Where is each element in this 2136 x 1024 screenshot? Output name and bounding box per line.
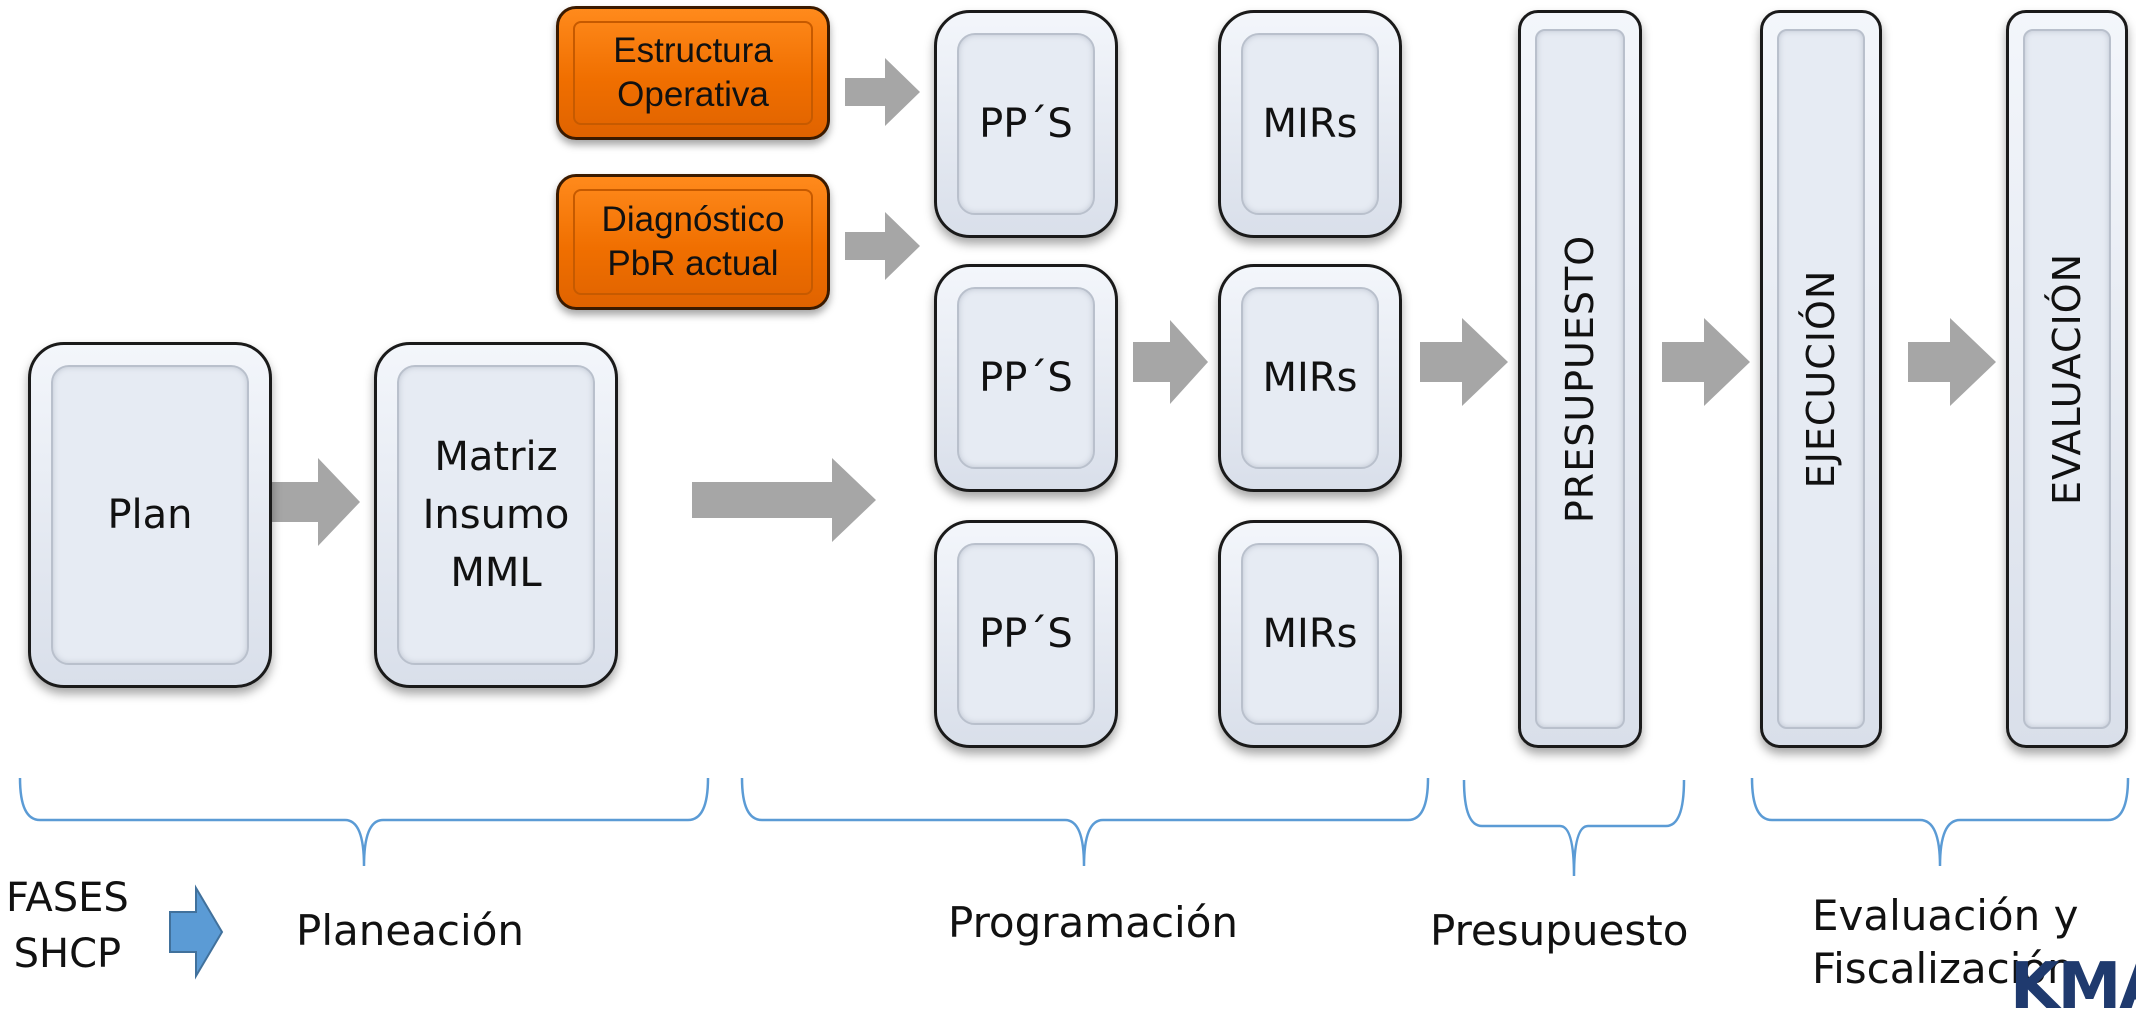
phase-evaluacion: Evaluación y Fiscalización [1812,890,2078,995]
connectors-layer [18,58,2130,980]
diagnostico-pbr-box: Diagnóstico PbR actual [556,174,830,310]
presupuesto-column: PRESUPUESTO [1518,10,1642,748]
pps-label-2: PP´S [979,355,1073,401]
pps-label-1: PP´S [979,101,1073,147]
bracket-programacion [740,777,1430,867]
mirs-box-1: MIRs [1218,10,1402,238]
phase-evaluacion-line1: Evaluación y [1812,891,2079,940]
evaluacion-column: EVALUACIÓN [2006,10,2128,748]
arrow-estructura-to-pps [845,58,920,126]
corner-logo: KMA [2010,950,2136,1024]
arrow-mirs-to-presupuesto [1420,318,1508,406]
fases-shcp-label: FASES SHCP [6,870,129,982]
pps-box-3: PP´S [934,520,1118,748]
ejecucion-column: EJECUCIÓN [1760,10,1882,748]
fases-label-line2: SHCP [13,931,122,977]
arrow-pps-to-mirs [1133,320,1208,404]
mirs-box-2: MIRs [1218,264,1402,492]
matriz-insumo-box: Matriz Insumo MML [374,342,618,688]
plan-label: Plan [107,492,193,538]
arrow-plan-to-matriz [270,458,360,546]
fases-label-line1: FASES [6,875,129,921]
phase-evaluacion-line2: Fiscalización [1812,943,2074,993]
estructura-operativa-label: Estructura Operativa [613,31,773,114]
arrow-matriz-to-programacion [692,458,876,542]
bracket-presupuesto [1462,779,1686,877]
estructura-operativa-box: Estructura Operativa [556,6,830,140]
presupuesto-column-label: PRESUPUESTO [1558,234,1602,524]
ejecucion-column-label: EJECUCIÓN [1799,269,1843,489]
diagnostico-pbr-label: Diagnóstico PbR actual [601,200,785,283]
plan-box: Plan [28,342,272,688]
arrow-diagnostico-to-pps [845,212,920,280]
evaluacion-column-label: EVALUACIÓN [2045,252,2089,506]
pps-label-3: PP´S [979,611,1073,657]
pps-box-2: PP´S [934,264,1118,492]
bracket-planeacion [18,777,710,867]
phase-programacion: Programación [948,898,1239,947]
mirs-label-3: MIRs [1262,611,1358,657]
mirs-label-1: MIRs [1262,101,1358,147]
arrow-presupuesto-to-ejecucion [1662,318,1750,406]
mirs-label-2: MIRs [1262,355,1358,401]
phase-presupuesto: Presupuesto [1430,906,1689,955]
matriz-insumo-label: Matriz Insumo MML [422,434,570,596]
phase-planeacion: Planeación [296,906,525,955]
arrow-ejecucion-to-evaluacion [1908,318,1996,406]
pps-box-1: PP´S [934,10,1118,238]
mirs-box-3: MIRs [1218,520,1402,748]
fases-arrow-icon [169,884,224,980]
bracket-evaluacion [1750,777,2130,867]
